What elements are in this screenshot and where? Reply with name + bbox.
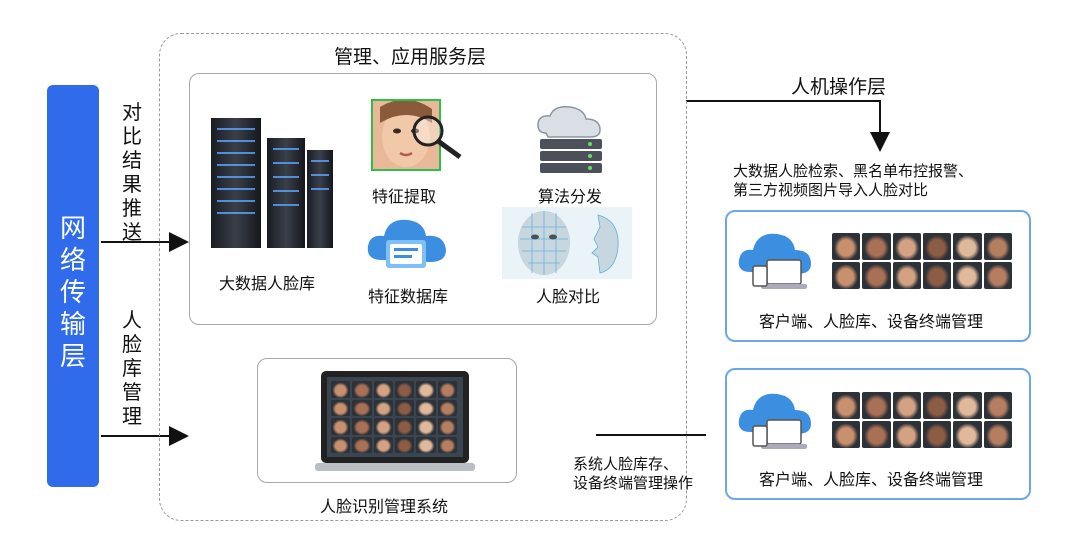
face-thumbnail bbox=[331, 418, 351, 435]
bigdata-label: 大数据人脸库 bbox=[219, 274, 316, 293]
face-thumbnail bbox=[395, 418, 415, 435]
face-thumbnail bbox=[862, 392, 891, 419]
ops-note: 系统人脸库存、 设备终端管理操作 bbox=[573, 455, 693, 493]
face-thumbnail bbox=[953, 233, 982, 260]
client-card-1-label: 客户端、人脸库、设备终端管理 bbox=[759, 312, 984, 331]
face-thumbnail bbox=[862, 233, 891, 260]
face-thumbnail bbox=[437, 381, 457, 398]
face-thumbnail bbox=[416, 436, 436, 453]
ops-note-line2: 设备终端管理操作 bbox=[573, 474, 694, 492]
network-layer-label: 网络传输层 bbox=[59, 214, 86, 372]
face-thumbnail bbox=[437, 399, 457, 416]
network-layer-bar: 网络传输层 bbox=[47, 85, 99, 487]
ops-note-line1: 系统人脸库存、 bbox=[573, 455, 679, 473]
face-thumbnail bbox=[953, 392, 982, 419]
system-label: 人脸识别管理系统 bbox=[320, 497, 449, 516]
face-thumbnail bbox=[862, 421, 891, 448]
face-thumbnail bbox=[892, 233, 921, 260]
cloud-devices-icon bbox=[738, 393, 811, 449]
face-thumbnail bbox=[331, 399, 351, 416]
face-thumbnail bbox=[832, 392, 861, 419]
cloud-server-icon bbox=[537, 105, 602, 173]
face-thumbnail bbox=[352, 399, 372, 416]
card1-face-grid bbox=[832, 233, 1012, 289]
face-thumbnail bbox=[352, 418, 372, 435]
card2-face-grid bbox=[832, 392, 1012, 448]
face-thumbnail bbox=[953, 262, 982, 289]
feature-db-label: 特征数据库 bbox=[368, 287, 449, 306]
face-thumbnail bbox=[832, 421, 861, 448]
face-thumbnail bbox=[983, 262, 1012, 289]
face-thumbnail bbox=[892, 392, 921, 419]
face-scan-icon bbox=[371, 99, 462, 171]
face-thumbnail bbox=[395, 381, 415, 398]
service-layer-container bbox=[159, 33, 687, 521]
face-thumbnail bbox=[416, 381, 436, 398]
face-thumbnail bbox=[373, 381, 393, 398]
face-thumbnail bbox=[352, 436, 372, 453]
face-thumbnail bbox=[331, 436, 351, 453]
face-thumbnail bbox=[923, 262, 952, 289]
cloud-folder-icon bbox=[367, 219, 446, 268]
face-thumbnail bbox=[923, 392, 952, 419]
feature-extract-label: 特征提取 bbox=[372, 187, 437, 206]
face-thumbnail bbox=[953, 421, 982, 448]
face-thumbnail bbox=[832, 233, 861, 260]
face-thumbnail bbox=[892, 262, 921, 289]
face-thumbnail bbox=[331, 381, 351, 398]
algo-label: 算法分发 bbox=[538, 187, 603, 206]
hmi-desc-line2: 第三方视频图片导入人脸对比 bbox=[733, 181, 929, 199]
library-manage-label: 人脸库管理 bbox=[122, 308, 142, 428]
face-thumbnail bbox=[437, 418, 457, 435]
face-thumbnail bbox=[923, 233, 952, 260]
face-thumbnail bbox=[892, 421, 921, 448]
face-thumbnail bbox=[373, 399, 393, 416]
face-compare-icon bbox=[502, 207, 632, 279]
server-rack-icon bbox=[211, 118, 333, 248]
face-thumbnail bbox=[983, 392, 1012, 419]
face-thumbnail bbox=[395, 399, 415, 416]
client-card-2-label: 客户端、人脸库、设备终端管理 bbox=[759, 470, 984, 489]
face-thumbnail bbox=[416, 399, 436, 416]
face-thumbnail bbox=[373, 418, 393, 435]
face-thumbnail bbox=[416, 418, 436, 435]
face-thumbnail bbox=[862, 262, 891, 289]
service-layer-title: 管理、应用服务层 bbox=[334, 46, 487, 68]
face-thumbnail bbox=[983, 233, 1012, 260]
hmi-desc-line1: 大数据人脸检索、黑名单布控报警、 bbox=[733, 162, 974, 180]
hmi-desc: 大数据人脸检索、黑名单布控报警、 第三方视频图片导入人脸对比 bbox=[733, 162, 973, 200]
face-thumbnail bbox=[395, 436, 415, 453]
laptop-face-grid bbox=[331, 381, 457, 453]
hmi-layer-title: 人机操作层 bbox=[791, 76, 887, 98]
cloud-devices-icon bbox=[738, 233, 811, 289]
face-thumbnail bbox=[983, 421, 1012, 448]
push-label: 对比结果推送 bbox=[122, 100, 142, 244]
face-thumbnail bbox=[352, 381, 372, 398]
face-thumbnail bbox=[373, 436, 393, 453]
face-thumbnail bbox=[923, 421, 952, 448]
face-thumbnail bbox=[437, 436, 457, 453]
face-thumbnail bbox=[832, 262, 861, 289]
compare-label: 人脸对比 bbox=[536, 287, 601, 306]
